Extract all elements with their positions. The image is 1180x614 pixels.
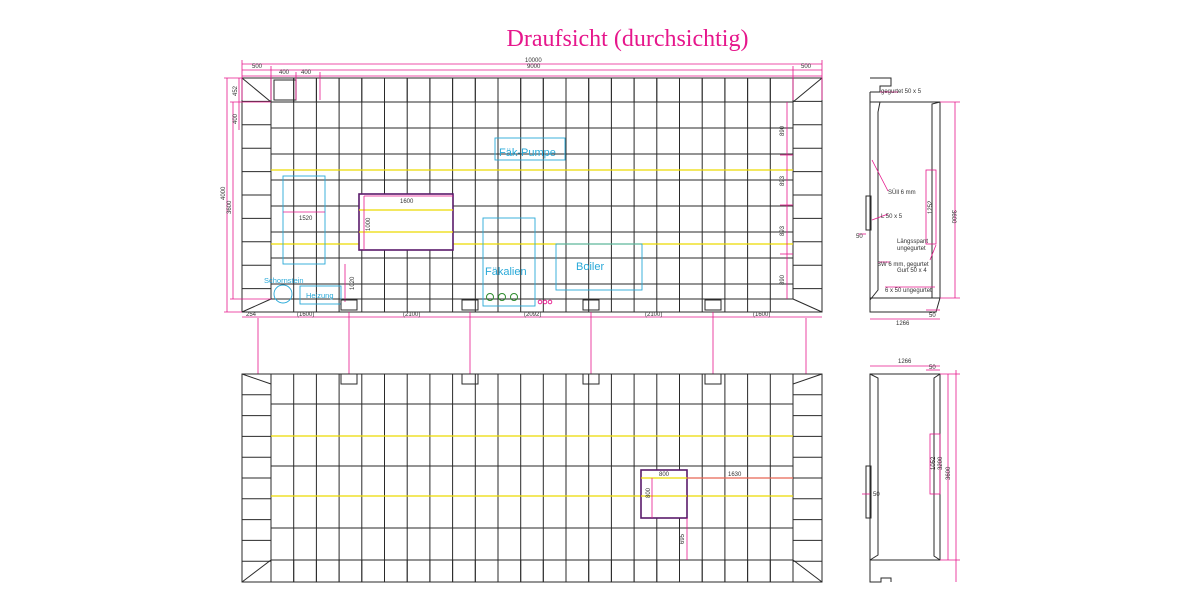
section-note-1: SÜll 6 mm — [888, 189, 916, 196]
section-top-edge: 50 — [929, 313, 936, 319]
dim-bottom-2: (2100) — [403, 312, 420, 318]
section-note-3: Längsspant — [897, 239, 928, 245]
section-top: gegurtet 50 x 5 SÜll 6 mm L 50 x 5 Längs… — [856, 77, 960, 327]
dim-right-1: 890 — [780, 125, 786, 136]
alignment-lines — [257, 312, 807, 374]
faecal-label: Fäkalien — [485, 266, 527, 278]
chimney-label: Schornstein — [264, 276, 304, 285]
dim-top-a: 452 — [233, 85, 239, 96]
top-plan-stringers — [271, 127, 793, 285]
bottom-plan-deck — [270, 373, 794, 561]
stanchion-box — [340, 373, 358, 385]
section-note-0: gegurtet 50 x 5 — [881, 89, 922, 95]
dim-seg-b: 400 — [301, 70, 312, 76]
top-plan-outline — [241, 77, 823, 313]
dim-bottom-4: (2100) — [645, 312, 662, 318]
valve-icon — [486, 293, 494, 301]
bottom-hatch-width: 800 — [659, 472, 670, 478]
hatch-height-dim: 1000 — [366, 217, 372, 231]
top-plan: 1600 1000 1520 Fäk-Pumpe Fäkalien Boiler… — [221, 58, 823, 318]
bottom-hatch-offset-right: 1630 — [728, 472, 742, 478]
dim-right-2: 893 — [780, 175, 786, 186]
section-note-6: Gurt 50 x 4 — [897, 268, 927, 274]
left-box-dim: 1520 — [299, 216, 313, 222]
dim-inner-width: 3600 — [227, 200, 233, 214]
dim-seg-a: 400 — [279, 70, 290, 76]
stanchion-box — [461, 373, 479, 385]
section-top-width: 1266 — [896, 321, 910, 327]
section-bottom-mid: 1052 — [931, 456, 937, 470]
valve-icon — [510, 293, 518, 301]
heating-box — [299, 285, 342, 305]
dim-overall-width: 4000 — [221, 186, 227, 200]
section-note-4: ungegurtet — [897, 246, 926, 252]
top-plan-deck — [270, 101, 794, 300]
stanchion-box — [340, 299, 358, 311]
heating-label: Heizung — [306, 291, 334, 300]
top-plan-frames — [270, 78, 794, 312]
bottom-hatch-height: 800 — [646, 487, 652, 498]
dim-bottom-0: 254 — [246, 312, 257, 318]
dim-right-edge: 500 — [801, 64, 812, 70]
dim-bottom-3: (2092) — [524, 312, 541, 318]
bottom-plan-stringers — [271, 403, 793, 529]
chimney-height-dim: 1020 — [350, 276, 356, 290]
stanchion-box — [461, 299, 479, 311]
dim-right-3: 893 — [780, 225, 786, 236]
drawing-title: Draufsicht (durchsichtig) — [506, 26, 749, 52]
top-plan-side-plates — [242, 100, 822, 290]
deck-hatch — [358, 193, 454, 251]
pump-label: Fäk-Pumpe — [499, 147, 556, 159]
chimney-icon — [273, 284, 293, 304]
boiler-label: Boiler — [576, 261, 604, 273]
section-bottom-outer: 3600 — [946, 466, 952, 480]
bottom-hatch-offset-bottom: 695 — [680, 533, 686, 544]
section-bottom: 1266 50 3200 3600 1052 50 — [862, 359, 960, 583]
stanchion-row — [340, 299, 722, 311]
boiler-box — [555, 243, 643, 291]
section-bottom-left-dim: 50 — [873, 492, 880, 498]
section-keel — [865, 195, 872, 231]
dim-total-length: 10000 — [525, 58, 542, 64]
dim-right-4: 890 — [780, 274, 786, 285]
left-fixture-box — [282, 175, 326, 265]
deck-opening — [273, 79, 297, 101]
dim-inner-length: 9000 — [527, 64, 541, 70]
dim-bottom-1: (1600) — [297, 312, 314, 318]
section-top-mid: 1252 — [928, 200, 934, 214]
faecal-tank — [482, 217, 536, 307]
section-bottom-width: 1266 — [898, 359, 912, 365]
section-note-7: 6 x 50 ungegurtet — [885, 288, 932, 294]
stanchion-box — [704, 299, 722, 311]
dim-top-b: 400 — [233, 113, 239, 124]
section-bottom-inner: 3200 — [938, 456, 944, 470]
bottom-plan-side-plates — [242, 394, 822, 562]
section-top-height: 3600 — [950, 210, 956, 224]
dim-bottom-5: (1600) — [753, 312, 770, 318]
section-top-left-dim: 50 — [856, 234, 863, 240]
section-keel — [865, 465, 872, 519]
bottom-plan: 800 800 1630 695 — [241, 373, 823, 583]
valve-icon — [498, 293, 506, 301]
section-bottom-edge: 50 — [929, 365, 936, 371]
section-note-5: BW 6 mm, gegurtet — [877, 262, 929, 268]
stanchion-row — [340, 373, 722, 385]
pump-box — [494, 137, 566, 161]
stanchion-box — [704, 373, 722, 385]
section-note-2: L 50 x 5 — [881, 214, 903, 220]
stanchion-box — [582, 299, 600, 311]
hatch-width-dim: 1600 — [400, 199, 414, 205]
dim-left-edge: 500 — [252, 64, 263, 70]
stanchion-box — [582, 373, 600, 385]
